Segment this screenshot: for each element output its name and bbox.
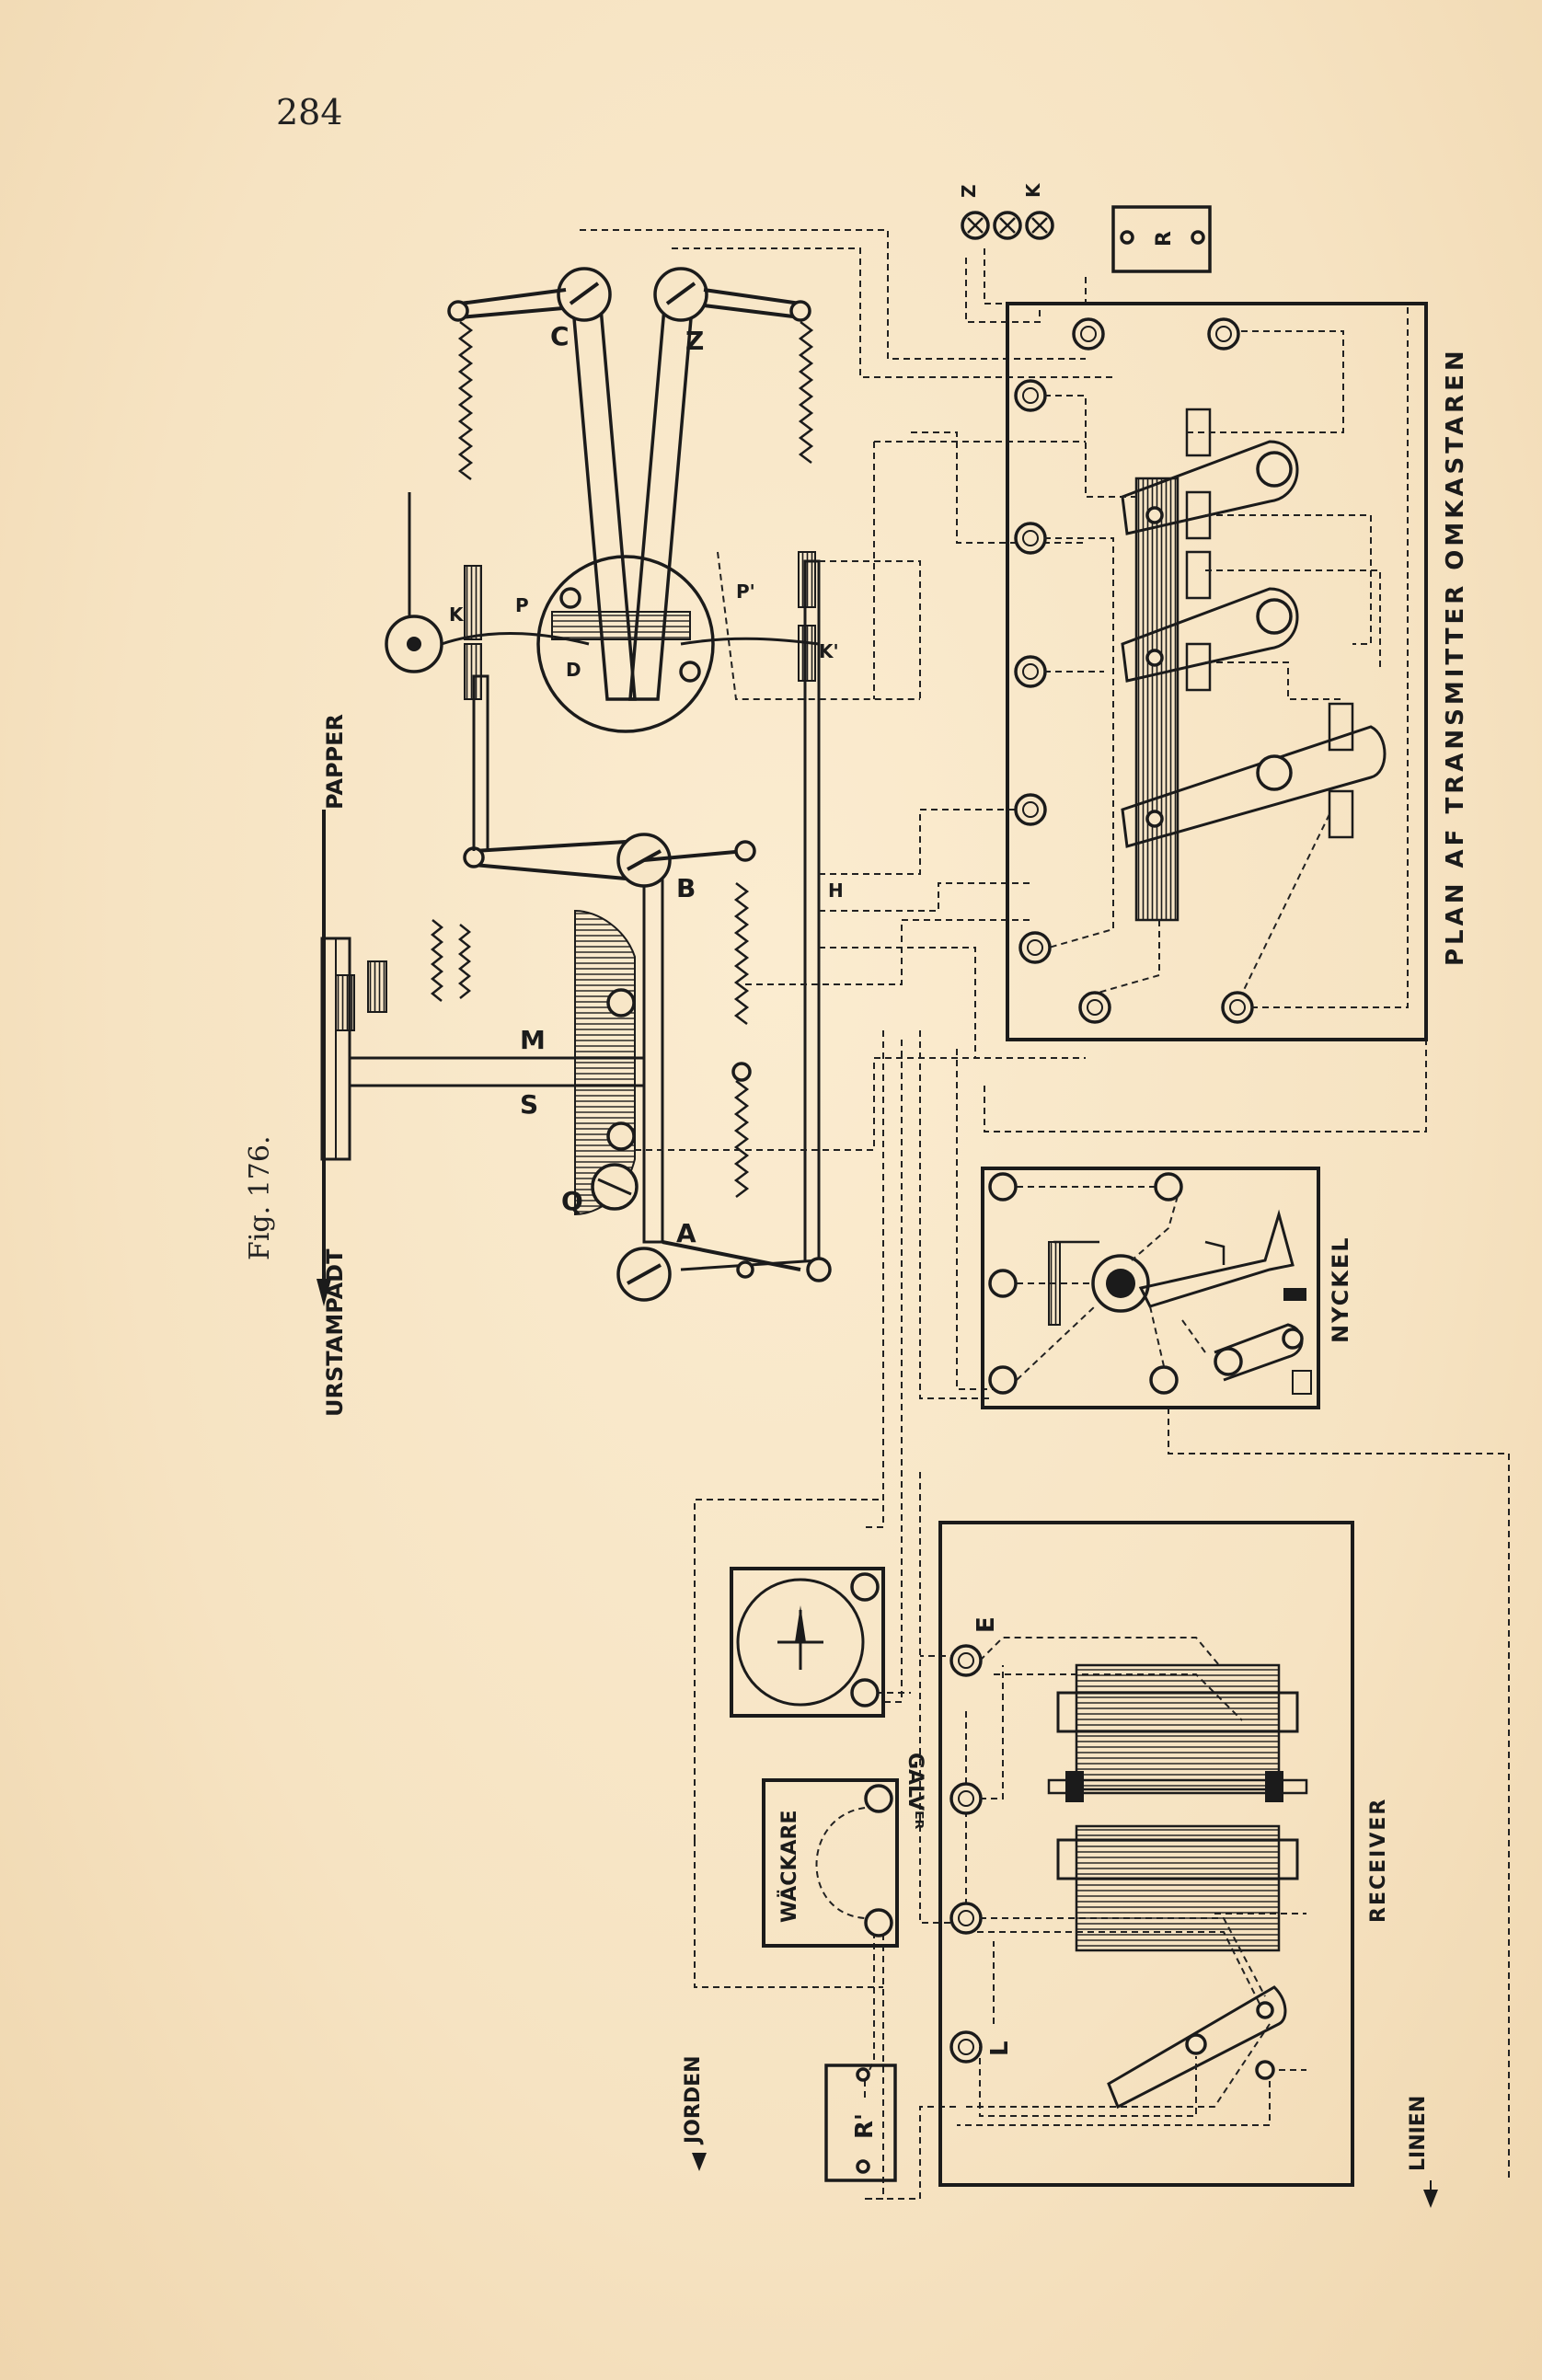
nyckel-key-box: [981, 1167, 1320, 1409]
mechanism-labels: C Z D P P' K K' B H M S Q A: [449, 321, 844, 1248]
label-jorden: JORDEN: [682, 2055, 705, 2145]
label-b: B: [676, 873, 696, 903]
paper-arrow-icon: [316, 1279, 331, 1306]
jorden-arrow-icon: [692, 2153, 707, 2171]
z-k-terminals: Z K: [958, 182, 1054, 240]
terminal-label-k: K: [1022, 182, 1044, 198]
label-q: Q: [561, 1186, 583, 1216]
r-prime-label: R': [851, 2113, 879, 2139]
r-box: R: [1111, 205, 1212, 273]
label-m: M: [520, 1025, 546, 1055]
label-d: D: [566, 659, 581, 681]
label-galv: GALVᴱᴿ: [903, 1753, 926, 1830]
label-urstampadt: URSTAMPADT: [322, 1248, 348, 1417]
transmitter-plan-box: [1006, 302, 1428, 1041]
label-h: H: [828, 880, 844, 902]
label-papper: PAPPER: [322, 714, 348, 810]
label-receiver: RECEIVER: [1367, 1798, 1390, 1923]
label-p: P: [515, 594, 529, 616]
label-z: Z: [685, 326, 704, 356]
label-l: L: [986, 2041, 1014, 2056]
linien-arrow-icon: [1423, 2190, 1438, 2208]
page-number: 284: [276, 92, 343, 132]
label-p-prime: P': [736, 581, 755, 603]
receiver-box: [938, 1521, 1354, 2187]
transmitter-mechanism: [320, 267, 832, 1302]
label-e: E: [972, 1616, 1000, 1633]
label-transmitter-plan: PLAN AF TRANSMITTER OMKASTAREN: [1442, 347, 1469, 966]
label-k-prime: K': [819, 640, 839, 662]
label-linien: LINIEN: [1407, 2096, 1430, 2171]
label-c: C: [550, 321, 570, 351]
wackare-bell-box: [762, 1778, 899, 1948]
galvanometer-box: [730, 1567, 885, 1718]
label-wackare: WÄCKARE: [777, 1811, 801, 1924]
r-prime-box: R': [824, 2064, 897, 2182]
label-s: S: [520, 1089, 538, 1120]
label-nyckel: NYCKEL: [1328, 1236, 1353, 1343]
terminal-label-z: Z: [958, 184, 980, 198]
label-k: K: [449, 604, 465, 626]
label-a: A: [676, 1218, 696, 1248]
r-label: R: [1153, 231, 1176, 247]
figure-caption: Fig. 176.: [244, 1136, 276, 1260]
